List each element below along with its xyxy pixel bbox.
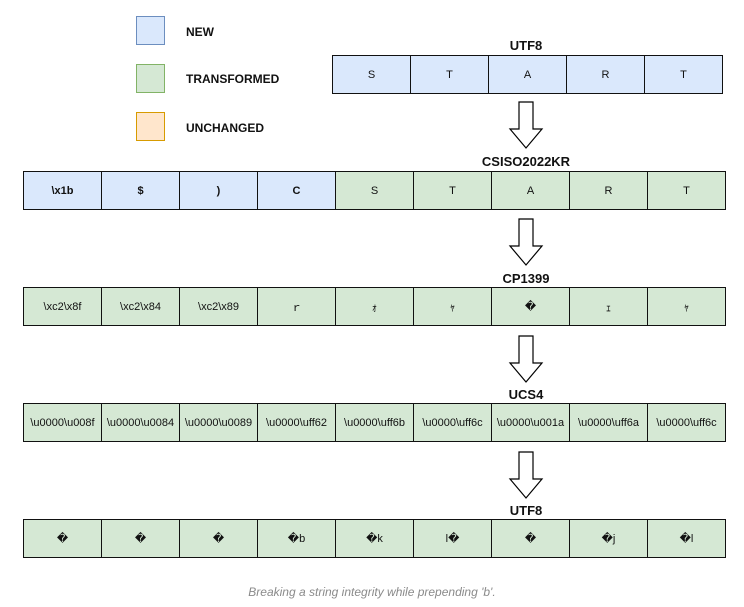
figure-caption: Breaking a string integrity while prepen… [248,585,496,599]
byte-cell: R [569,171,648,210]
byte-cell: A [488,55,567,94]
byte-cell: � [101,519,180,558]
down-arrow-icon [508,335,544,383]
down-arrow-icon [508,101,544,149]
byte-cell: �b [257,519,336,558]
byte-cell: C [257,171,336,210]
byte-cell: \u0000\uff6c [413,403,492,442]
row-ucs4: \u0000\u008f\u0000\u0084\u0000\u0089\u00… [23,403,726,442]
legend-swatch-new [136,16,165,45]
byte-cell: � [23,519,102,558]
byte-cell: l� [413,519,492,558]
byte-cell: $ [101,171,180,210]
byte-cell: ｬ [413,287,492,326]
byte-cell: S [335,171,414,210]
row-title-csiso2022kr: CSISO2022KR [481,154,571,169]
byte-cell: �j [569,519,648,558]
byte-cell: ｒ [257,287,336,326]
byte-cell: �k [335,519,414,558]
byte-cell: T [410,55,489,94]
row-title-cp1399: CP1399 [502,271,550,286]
byte-cell: \x1b [23,171,102,210]
byte-cell: A [491,171,570,210]
byte-cell: \u0000\uff6b [335,403,414,442]
byte-cell: \u0000\u008f [23,403,102,442]
down-arrow-icon [508,451,544,499]
down-arrow-icon [508,218,544,266]
byte-cell: ｬ [647,287,726,326]
byte-cell: \u0000\uff6c [647,403,726,442]
byte-cell: T [647,171,726,210]
legend-label-unchanged: UNCHANGED [186,121,264,135]
byte-cell: � [491,519,570,558]
byte-cell: \xc2\x8f [23,287,102,326]
byte-cell: \u0000\u0084 [101,403,180,442]
byte-cell: T [413,171,492,210]
legend-label-transformed: TRANSFORMED [186,72,280,86]
byte-cell: �l [647,519,726,558]
row-title-utf8-result: UTF8 [509,503,543,518]
legend-label-new: NEW [186,25,214,39]
byte-cell: S [332,55,411,94]
byte-cell: \xc2\x84 [101,287,180,326]
byte-cell: \u0000\uff6a [569,403,648,442]
legend-swatch-unchanged [136,112,165,141]
legend-swatch-transformed [136,64,165,93]
byte-cell: � [491,287,570,326]
row-title-ucs4: UCS4 [508,387,544,402]
byte-cell: � [179,519,258,558]
byte-cell: \u0000\u0089 [179,403,258,442]
byte-cell: \u0000\u001a [491,403,570,442]
byte-cell: ｫ [335,287,414,326]
byte-cell: \xc2\x89 [179,287,258,326]
byte-cell: \u0000\uff62 [257,403,336,442]
byte-cell: T [644,55,723,94]
byte-cell: ｪ [569,287,648,326]
byte-cell: R [566,55,645,94]
row-title-utf8-source: UTF8 [509,38,543,53]
byte-cell: ) [179,171,258,210]
